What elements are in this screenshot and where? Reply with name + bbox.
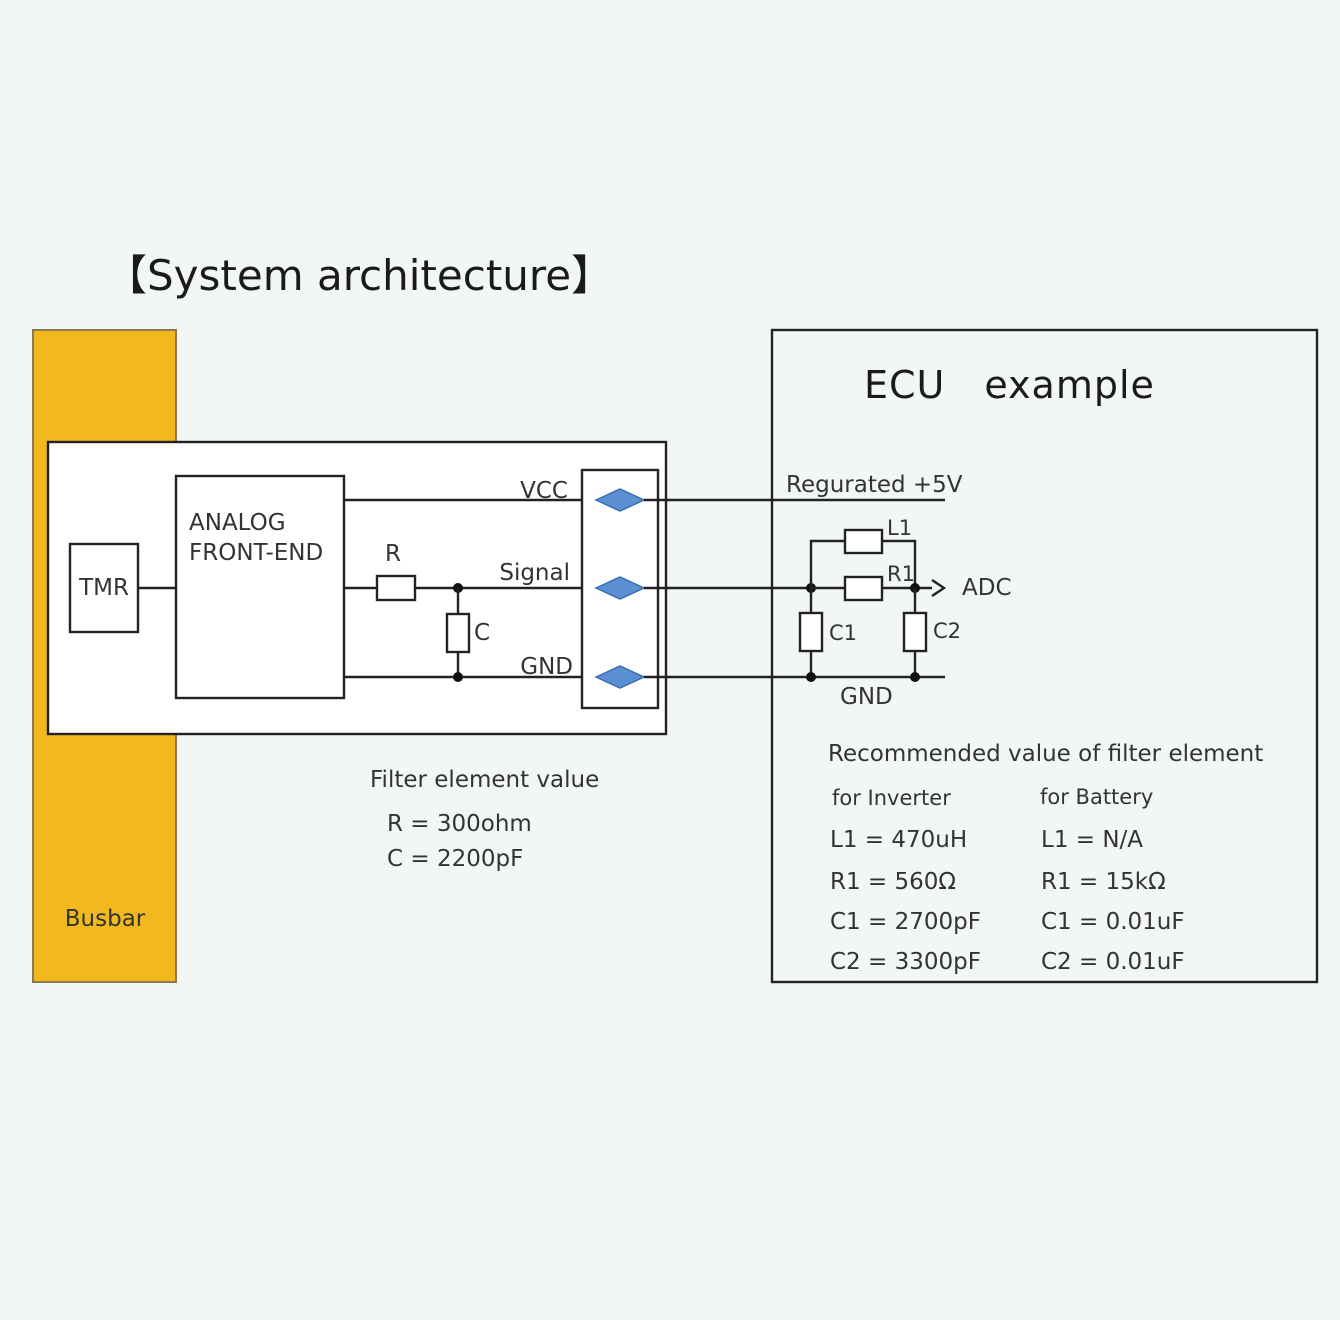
- inverter-value: L1 = 470uH: [830, 827, 967, 853]
- recommended-heading: Recommended value of filter element: [828, 741, 1263, 767]
- capacitor-c1: [798, 611, 824, 653]
- tmr-block: [68, 542, 140, 634]
- resistor-r1: [843, 575, 884, 602]
- signal-label: Signal: [499, 560, 570, 586]
- inverter-value: C2 = 3300pF: [830, 949, 981, 975]
- capacitor-c2: [902, 611, 928, 653]
- ecu-gnd-label: GND: [840, 684, 893, 710]
- resistor-r: [375, 574, 417, 602]
- l1-lead-left: [809, 539, 845, 588]
- c2-label: C2: [933, 619, 961, 643]
- junction-dot: [910, 672, 920, 682]
- filter-values-heading: Filter element value: [370, 767, 599, 793]
- r1-label: R1: [887, 562, 915, 586]
- junction-dot: [453, 672, 463, 682]
- resistor-r-label: R: [385, 541, 401, 567]
- battery-header: for Battery: [1040, 785, 1153, 809]
- inductor-l1: [843, 528, 884, 555]
- inverter-value: R1 = 560Ω: [830, 869, 956, 895]
- ecu-title: ECU example: [864, 363, 1155, 407]
- l1-lead-right: [882, 539, 917, 588]
- inverter-value: C1 = 2700pF: [830, 909, 981, 935]
- battery-value: L1 = N/A: [1041, 827, 1143, 853]
- adc-arrow-icon: [931, 579, 947, 597]
- l1-label: L1: [887, 516, 912, 540]
- battery-value: C2 = 0.01uF: [1041, 949, 1185, 975]
- inverter-header: for Inverter: [832, 786, 951, 810]
- afe-label-line1: ANALOG: [189, 510, 286, 536]
- gnd-label: GND: [520, 654, 573, 680]
- junction-dot: [806, 672, 816, 682]
- c1-label: C1: [829, 621, 857, 645]
- battery-value: R1 = 15kΩ: [1041, 869, 1166, 895]
- tmr-label: TMR: [78, 575, 129, 601]
- ecu-box: [770, 328, 1319, 984]
- filter-value-r: R = 300ohm: [387, 811, 532, 837]
- vcc-label: VCC: [520, 478, 568, 504]
- adc-label: ADC: [962, 575, 1012, 601]
- busbar-label: Busbar: [65, 906, 146, 932]
- diagram-title: 【System architecture】: [105, 251, 613, 300]
- capacitor-c: [445, 612, 471, 654]
- ecu-supply-label: Regurated +5V: [786, 472, 963, 498]
- capacitor-c-label: C: [474, 620, 490, 646]
- battery-value: C1 = 0.01uF: [1041, 909, 1185, 935]
- afe-label-line2: FRONT-END: [189, 540, 323, 566]
- filter-value-c: C = 2200pF: [387, 846, 523, 872]
